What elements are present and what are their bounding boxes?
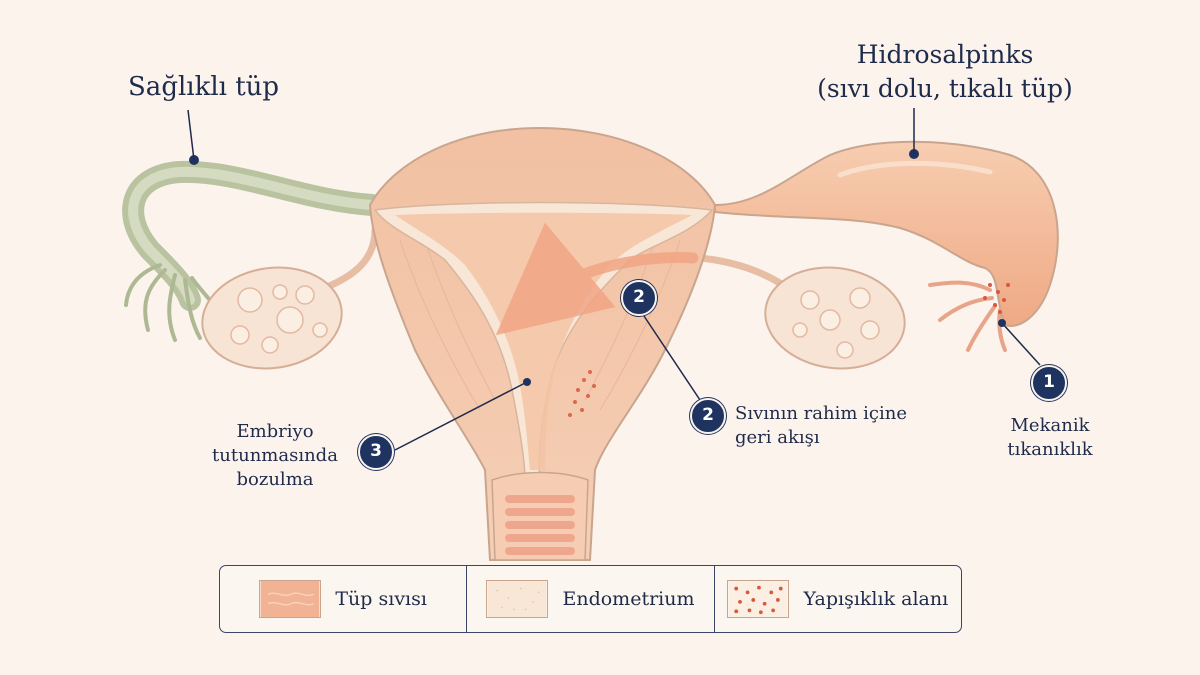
- legend: Tüp sıvısı Endometrium: [219, 565, 962, 633]
- healthy-tube: [122, 155, 383, 342]
- hydrosalpinx-title: Hidrosalpinks: [856, 40, 1034, 69]
- annotation-1-line1: Mekanik: [1010, 415, 1090, 436]
- adhesion-swatch: [727, 580, 790, 618]
- left-ovary: [201, 266, 343, 370]
- badge-2-upper: 2: [621, 280, 657, 316]
- annotation-3-line1: Embriyo: [236, 421, 314, 442]
- leader-lines: [187, 108, 1041, 451]
- endometrium-swatch: [486, 580, 549, 618]
- backflow-arrow: [495, 222, 699, 336]
- legend-label-endometrium: Endometrium: [562, 588, 695, 610]
- annotation-fluid-backflow: Sıvının rahim içine geri akışı: [735, 402, 935, 450]
- annotation-3-line3: bozulma: [236, 469, 314, 490]
- annotation-implantation: Embriyo tutunmasında bozulma: [205, 420, 345, 492]
- hydrosalpinx-tube: [714, 140, 1059, 352]
- uterus: [368, 126, 717, 561]
- legend-item-tube-fluid: Tüp sıvısı: [220, 566, 468, 632]
- annotation-2-line1: Sıvının rahim içine: [735, 403, 907, 424]
- annotation-3-line2: tutunmasında: [212, 445, 338, 466]
- badge-2-lower: 2: [690, 398, 726, 434]
- right-ovary: [764, 266, 906, 370]
- hydrosalpinx-label: Hidrosalpinks (sıvı dolu, tıkalı tüp): [790, 38, 1100, 106]
- annotation-1-line2: tıkanıklık: [1007, 439, 1093, 460]
- annotation-2-line2: geri akışı: [735, 427, 820, 448]
- legend-label-tube-fluid: Tüp sıvısı: [335, 588, 427, 610]
- badge-3: 3: [358, 434, 394, 470]
- legend-label-adhesion: Yapışıklık alanı: [803, 588, 949, 610]
- healthy-tube-label: Sağlıklı tüp: [128, 72, 280, 102]
- tube-fluid-swatch: [259, 580, 322, 618]
- badge-1: 1: [1031, 365, 1067, 401]
- annotation-mechanical-blockage: Mekanik tıkanıklık: [985, 414, 1115, 462]
- legend-item-endometrium: Endometrium: [467, 566, 715, 632]
- legend-item-adhesion: Yapışıklık alanı: [715, 566, 961, 632]
- hydrosalpinx-subtitle: (sıvı dolu, tıkalı tüp): [817, 74, 1073, 103]
